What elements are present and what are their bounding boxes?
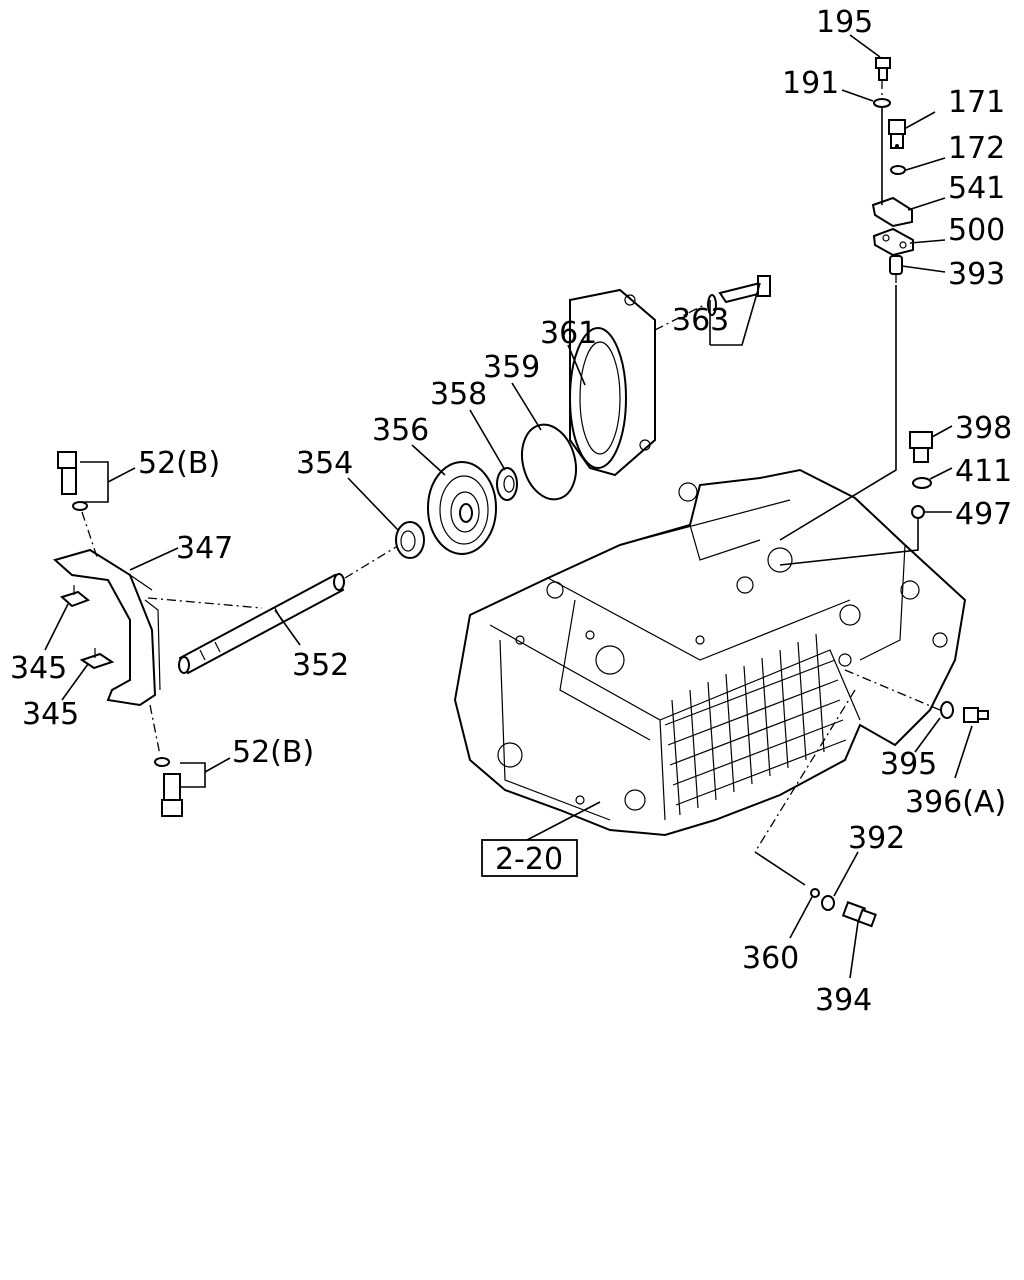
- oring-359: [521, 423, 577, 501]
- label-392: 392: [848, 821, 905, 856]
- label-398: 398: [955, 411, 1012, 446]
- label-394: 394: [815, 983, 872, 1018]
- label-171: 171: [948, 85, 1005, 120]
- label-360: 360: [742, 941, 799, 976]
- label-359: 359: [483, 350, 540, 385]
- reference-box-label: 2-20: [495, 842, 563, 877]
- bolt-363: [707, 275, 771, 316]
- label-52b-lower: 52(B): [232, 735, 314, 770]
- label-361: 361: [540, 316, 597, 351]
- part-labels: 195 191 171 172 541 500 393 361 363 359 …: [10, 5, 1012, 1018]
- label-347: 347: [176, 531, 233, 566]
- reference-box: 2-20: [481, 839, 578, 877]
- label-358: 358: [430, 377, 487, 412]
- transmission-housing: [453, 468, 967, 837]
- label-497: 497: [955, 497, 1012, 532]
- leader-lines: [44, 34, 973, 979]
- fork-347: [52, 548, 161, 707]
- label-52b-upper: 52(B): [138, 446, 220, 481]
- cover-361: [569, 288, 656, 477]
- label-411: 411: [955, 454, 1012, 489]
- shaft-352: [178, 573, 345, 675]
- bolt-52b-upper: [57, 451, 88, 511]
- oring-395: [940, 701, 954, 719]
- label-191: 191: [782, 66, 839, 101]
- switch-394: [841, 901, 877, 928]
- oring-392: [821, 895, 835, 911]
- bushing-354: [395, 521, 425, 559]
- label-195: 195: [816, 5, 873, 40]
- pad-345-lower: [79, 648, 115, 670]
- label-500: 500: [948, 213, 1005, 248]
- label-395: 395: [880, 747, 937, 782]
- ball-497: [911, 505, 925, 519]
- bracket-541: [871, 196, 913, 228]
- plug-396a: [963, 707, 989, 723]
- label-393: 393: [948, 257, 1005, 292]
- oring-411: [912, 477, 932, 489]
- top-sensor-stack: [779, 57, 914, 541]
- label-345-upper: 345: [10, 651, 67, 686]
- pin-393: [889, 255, 903, 275]
- diaphragm-356: [427, 461, 497, 555]
- label-352: 352: [292, 648, 349, 683]
- gasket-500: [872, 227, 914, 257]
- bolt-195: [875, 57, 891, 81]
- sensor-398: [909, 431, 933, 463]
- label-396a: 396(A): [905, 785, 1006, 820]
- bolt-52b-lower: [154, 757, 183, 817]
- housing-ribs: [664, 633, 847, 816]
- switch-171: [888, 119, 906, 149]
- label-356: 356: [372, 413, 429, 448]
- ball-360: [810, 888, 820, 898]
- label-363: 363: [672, 303, 729, 338]
- oring-172: [890, 165, 906, 175]
- washer-191: [873, 98, 891, 108]
- label-541: 541: [948, 171, 1005, 206]
- label-172: 172: [948, 131, 1005, 166]
- pad-345-upper: [60, 585, 90, 608]
- label-345-lower: 345: [22, 697, 79, 732]
- label-354: 354: [296, 446, 353, 481]
- seal-358: [496, 467, 518, 501]
